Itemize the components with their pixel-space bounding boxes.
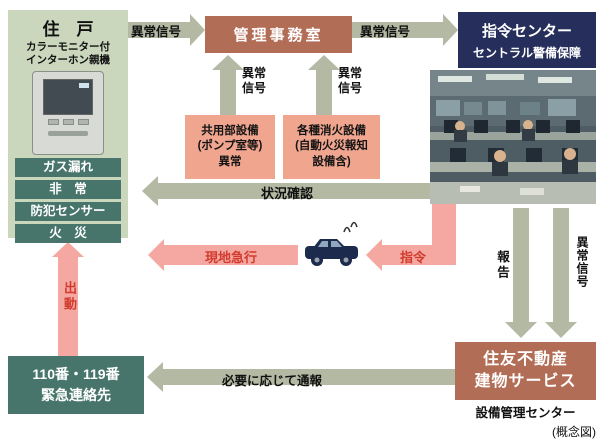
- arrow-report: [505, 208, 537, 338]
- management-office-box: 管理事務室: [205, 16, 352, 53]
- arrow-signal-down: [545, 208, 577, 338]
- alarm-item-security-sensor: 防犯センサー: [15, 202, 121, 222]
- label-signal-fire-up: 異常 信号: [338, 66, 363, 95]
- label-rush-to-site: 現地急行: [205, 250, 258, 265]
- command-center-company: セントラル警備保障: [472, 45, 581, 60]
- arrow-dwelling-to-office: [128, 14, 205, 46]
- intercom-device: [32, 71, 104, 156]
- intercom-screen: [43, 79, 93, 116]
- emergency-contact-box: 110番・119番 緊急連絡先: [8, 356, 144, 414]
- alarm-item-fire: 火 災: [15, 224, 121, 244]
- arrow-status-check: [142, 176, 432, 206]
- label-signal-common-up: 異常 信号: [242, 66, 267, 95]
- arrow-notify: [147, 362, 455, 392]
- dwelling-subtitle: カラーモニター付 インターホン親機: [26, 41, 110, 67]
- dwelling-title: 住 戸: [42, 20, 94, 39]
- arrow-office-to-center: [352, 14, 458, 46]
- intercom-button: [77, 119, 89, 126]
- intercom-button: [62, 119, 74, 126]
- label-signal-office-center: 異常信号: [360, 25, 411, 39]
- alarm-item-gas-leak: ガス漏れ: [15, 158, 121, 178]
- screen-glint: [79, 83, 89, 89]
- arrow-dispatch: [52, 242, 84, 356]
- service-dept-label: 設備管理センター: [475, 406, 576, 420]
- label-report: 報告: [495, 250, 509, 281]
- intercom-speaker: [48, 131, 88, 137]
- alarm-item-emergency: 非 常: [15, 180, 121, 200]
- label-status-check: 状況確認: [261, 186, 314, 201]
- common-equipment-box: 共用部設備 (ポンプ室等) 異常: [185, 115, 275, 179]
- command-center-box: 指令センター セントラル警備保障: [458, 12, 596, 68]
- dwelling-panel: 住 戸 カラーモニター付 インターホン親機 ガス漏れ 非 常 防犯センサー 火 …: [8, 10, 128, 244]
- arrow-fire-up: [308, 55, 340, 115]
- service-company-box: 住友不動産 建物サービス: [455, 342, 596, 400]
- footnote: (概念図): [552, 425, 596, 439]
- arrow-rush-to-site: [148, 239, 298, 271]
- arrow-common-up: [212, 55, 244, 115]
- label-signal-down: 異常信号: [575, 236, 589, 288]
- label-notify: 必要に応じて通報: [222, 374, 323, 388]
- security-car-icon: [300, 220, 364, 270]
- control-room-photo: [430, 70, 596, 204]
- label-signal-dwelling-office: 異常信号: [131, 25, 182, 39]
- command-center-name: 指令センター: [481, 22, 572, 40]
- intercom-buttons: [33, 119, 103, 126]
- label-command: 指令: [400, 250, 427, 265]
- arrow-command: [366, 204, 456, 271]
- label-dispatch: 出動: [62, 281, 77, 313]
- intercom-button: [47, 119, 59, 126]
- fire-equipment-box: 各種消火設備 (自動火災報知 設備含): [283, 115, 380, 179]
